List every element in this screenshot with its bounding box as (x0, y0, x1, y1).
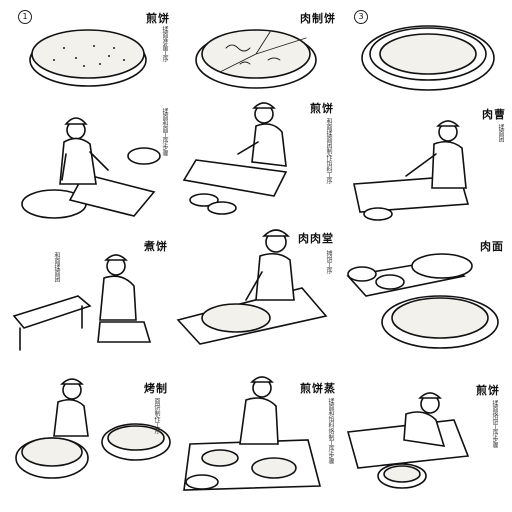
panel-caption: 摊饼工序 (325, 250, 332, 274)
panel-title: 煎饼 (476, 384, 500, 397)
panel-title: 肉制饼 (300, 12, 336, 25)
panel-caption: 揉面和馅料烙制工序步骤 (327, 398, 334, 464)
flatbread-illustration (29, 29, 147, 87)
panel-10-chef-bowl: 烤制 面饼制作工序 (12, 378, 172, 496)
panel-number: 1 (18, 10, 32, 24)
panel-1-flatbread: 1 煎饼 揉面准备工序 (14, 8, 174, 126)
chef-bowl-illustration (15, 378, 171, 479)
pan-and-plates-illustration (346, 253, 499, 349)
panel-12-chef-rolling-board: 煎饼 揉面烙饼工序步骤 (344, 380, 504, 498)
panel-title: 烤制 (144, 382, 168, 395)
panel-caption: 面饼制作工序 (153, 398, 160, 434)
pan-illustration (361, 25, 495, 91)
panel-title: 煎饼蒸 (300, 382, 336, 395)
chef-table-illustration (183, 376, 322, 491)
panel-title: 煎饼 (310, 102, 334, 115)
panel-caption: 揉面烙饼工序步骤 (491, 400, 498, 448)
panel-3-pan: 3 (350, 8, 510, 126)
panel-title: 煎饼 (146, 12, 170, 25)
panel-caption: 揉面团 (497, 124, 504, 142)
panel-9-pan-and-plates: 肉面 (346, 236, 508, 354)
sliced-pie-illustration (195, 29, 317, 89)
panel-11-chef-table: 煎饼蒸 揉面和馅料烙制工序步骤 (180, 376, 340, 496)
panel-2-sliced-pie: 肉制饼 (180, 8, 340, 126)
chef-pressing-illustration (353, 120, 470, 221)
panel-4-chef-kneading: 揉面和面工序步骤 (14, 104, 174, 222)
panel-7-chef-kneeling: 煮饼 和面揉面团 (12, 236, 172, 354)
panel-5-chef-rolling: 煎饼 和面揉面团制作馅料工序 (178, 98, 338, 216)
chef-kneading-illustration (21, 117, 161, 219)
panel-6-chef-pressing: 肉曹 揉面团 (350, 104, 510, 222)
panel-caption: 和面揉面团 (53, 252, 60, 282)
chef-spreading-illustration (176, 229, 328, 345)
panel-caption: 揉面和面工序步骤 (161, 108, 168, 156)
panel-title: 肉面 (480, 240, 504, 253)
panel-title: 煮饼 (144, 240, 168, 253)
panel-title: 肉肉堂 (298, 232, 334, 245)
panel-caption: 揉面准备工序 (161, 26, 168, 62)
chef-kneeling-illustration (12, 254, 152, 351)
panel-title: 肉曹 (482, 108, 506, 121)
chef-rolling-board-illustration (346, 392, 470, 489)
panel-caption: 和面揉面团制作馅料工序 (325, 118, 332, 184)
chef-rolling-illustration (182, 102, 288, 215)
panel-number: 3 (354, 10, 368, 24)
panel-8-chef-spreading: 肉肉堂 摊饼工序 (176, 228, 338, 346)
